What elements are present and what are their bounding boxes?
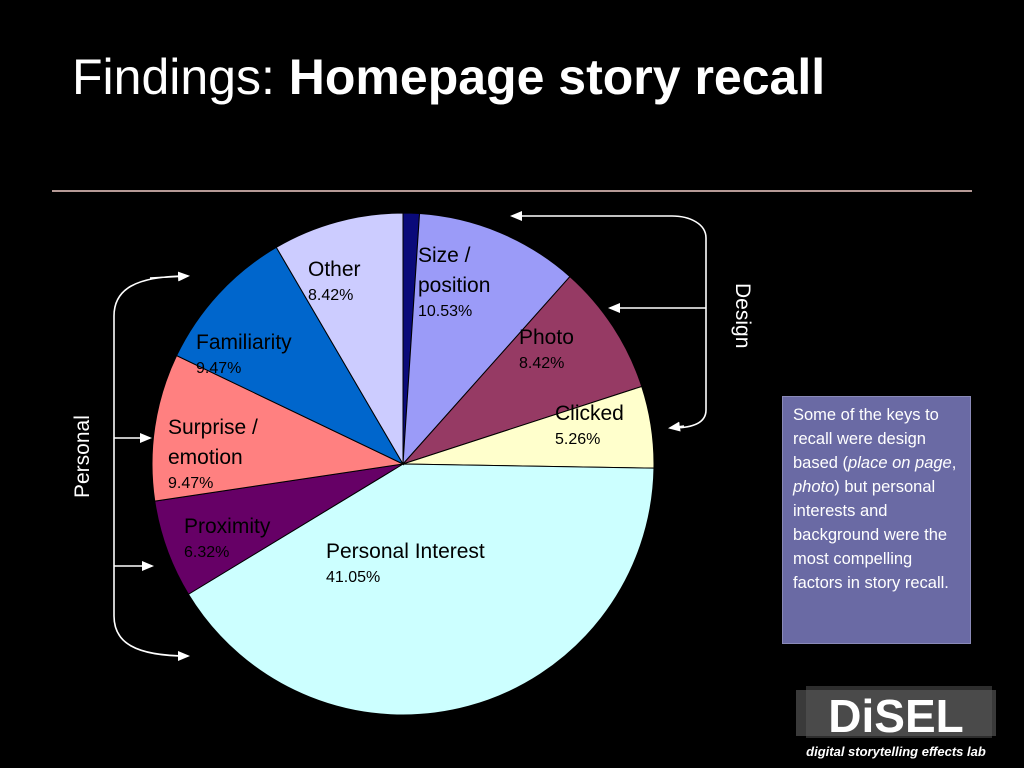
- pie-slices: [151, 212, 655, 716]
- title-divider: [52, 190, 972, 192]
- pie-slice-photo: [401, 275, 643, 466]
- disel-logo: DiSEL digital storytelling effects lab: [796, 686, 996, 759]
- design-bracket: [510, 211, 707, 429]
- note-italic-1: place on page: [848, 454, 952, 472]
- pie-slice-size-position: [402, 213, 571, 466]
- pie-slice-surprise-emotion: [151, 354, 405, 502]
- pie-slice-personal-interest: [187, 463, 655, 716]
- note-text-1: Some of the keys to recall were design b…: [793, 406, 939, 472]
- slide-title: Findings: Homepage story recall: [72, 52, 825, 102]
- title-main: Homepage story recall: [288, 49, 826, 105]
- personal-bracket: [113, 275, 190, 661]
- personal-arrow-top: [149, 271, 190, 282]
- logo-name: DiSEL: [828, 690, 963, 742]
- pie-slice-other: [275, 212, 404, 466]
- title-prefix: Findings:: [72, 49, 289, 105]
- note-italic-2: photo: [793, 478, 835, 496]
- design-label: Design: [731, 283, 754, 348]
- summary-note: Some of the keys to recall were design b…: [782, 396, 971, 644]
- design-arrow-bottom: [668, 421, 685, 432]
- personal-label: Personal: [71, 415, 94, 498]
- note-comma: ,: [951, 454, 957, 472]
- logo-tagline: digital storytelling effects lab: [806, 744, 986, 759]
- note-text-2: ) but personal interests and background …: [793, 478, 949, 592]
- pie-slice-familiarity: [175, 246, 405, 466]
